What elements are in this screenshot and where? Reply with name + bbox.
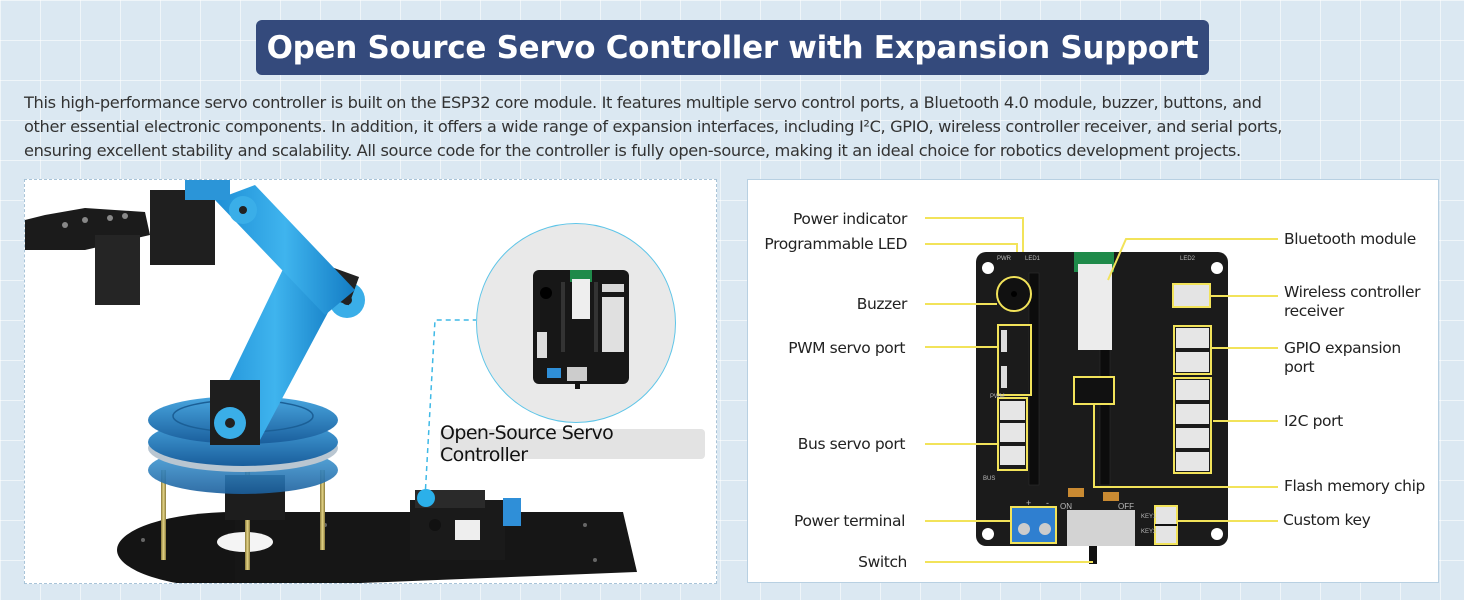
gripper: [25, 180, 230, 305]
label-power-terminal: Power terminal: [794, 512, 905, 530]
silk-key1: KEY1: [1141, 514, 1157, 520]
robot-arm-panel: Open-Source Servo Controller: [24, 179, 717, 584]
silk-on: ON: [1060, 502, 1072, 511]
gpio-highlight: [1173, 325, 1212, 375]
pwm-port-highlight: [997, 324, 1032, 396]
silk-plus: +: [1026, 498, 1031, 508]
silk-led2: LED2: [1180, 256, 1196, 262]
intro-line: This high-performance servo controller i…: [24, 93, 1262, 112]
label-line: receiver: [1284, 302, 1344, 320]
i2c-highlight: [1173, 377, 1212, 474]
silk-key2: KEY2: [1141, 529, 1157, 535]
bus-servo-highlight: [997, 397, 1028, 471]
silk-off: OFF: [1118, 502, 1134, 511]
leader-power-indicator: [925, 217, 1024, 252]
intro-line: ensuring excellent stability and scalabi…: [24, 141, 1241, 160]
silk-minus: -: [1046, 498, 1049, 508]
label-switch: Switch: [858, 553, 907, 571]
controller-zoom-circle: [476, 223, 676, 423]
label-line: Wireless controller: [1284, 283, 1421, 301]
robot-arm-illustration: [25, 180, 637, 583]
page-title: Open Source Servo Controller with Expans…: [256, 20, 1209, 75]
label-flash-memory-chip: Flash memory chip: [1284, 477, 1425, 495]
intro-paragraph: This high-performance servo controller i…: [24, 91, 1444, 163]
label-i2c-port: I2C port: [1284, 412, 1343, 430]
label-bus-servo-port: Bus servo port: [797, 435, 906, 453]
label-programmable-led: Programmable LED: [764, 235, 907, 253]
leader-programmable-led: [925, 243, 1018, 252]
flash-chip-highlight: [1073, 376, 1115, 405]
label-wireless-controller-receiver: Wireless controller receiver: [1284, 283, 1421, 321]
base-plate: [117, 512, 637, 583]
bluetooth-module-chip: [1074, 252, 1114, 350]
callout-dot: [417, 489, 435, 507]
intro-line: other essential electronic components. I…: [24, 117, 1283, 136]
switch-body: [1067, 510, 1135, 546]
upper-arm: [215, 185, 355, 315]
label-pwm-servo-port: PWM servo port: [788, 339, 905, 357]
label-gpio-expansion-port: GPIO expansion port: [1284, 339, 1401, 377]
leader-flash: [1093, 404, 1278, 488]
board-diagram-panel: PWR LED1 LED2 BUS PWM ON OFF KEY1 KEY2 +…: [747, 179, 1439, 583]
turntable: [148, 396, 338, 494]
silk-pwr: PWR: [997, 256, 1012, 262]
controller-board-diagram: PWR LED1 LED2 BUS PWM ON OFF KEY1 KEY2 +…: [925, 217, 1278, 564]
label-line: port: [1284, 358, 1315, 376]
wireless-receiver-highlight: [1172, 283, 1211, 308]
lower-arm: [210, 265, 340, 445]
callout-connector: [424, 319, 476, 499]
label-bluetooth-module: Bluetooth module: [1284, 230, 1416, 248]
label-power-indicator: Power indicator: [792, 210, 907, 228]
leader-bluetooth: [1107, 238, 1278, 281]
controller-thumbnail: [533, 270, 629, 389]
leader-lines: [925, 217, 1278, 563]
label-line: GPIO expansion: [1284, 339, 1401, 357]
label-custom-key: Custom key: [1283, 511, 1371, 529]
label-buzzer: Buzzer: [856, 295, 908, 313]
silk-bus: BUS: [983, 476, 995, 482]
silk-led1: LED1: [1025, 256, 1041, 262]
silk-pwm: PWM: [990, 394, 1005, 400]
controller-callout-label: Open-Source Servo Controller: [440, 422, 705, 466]
